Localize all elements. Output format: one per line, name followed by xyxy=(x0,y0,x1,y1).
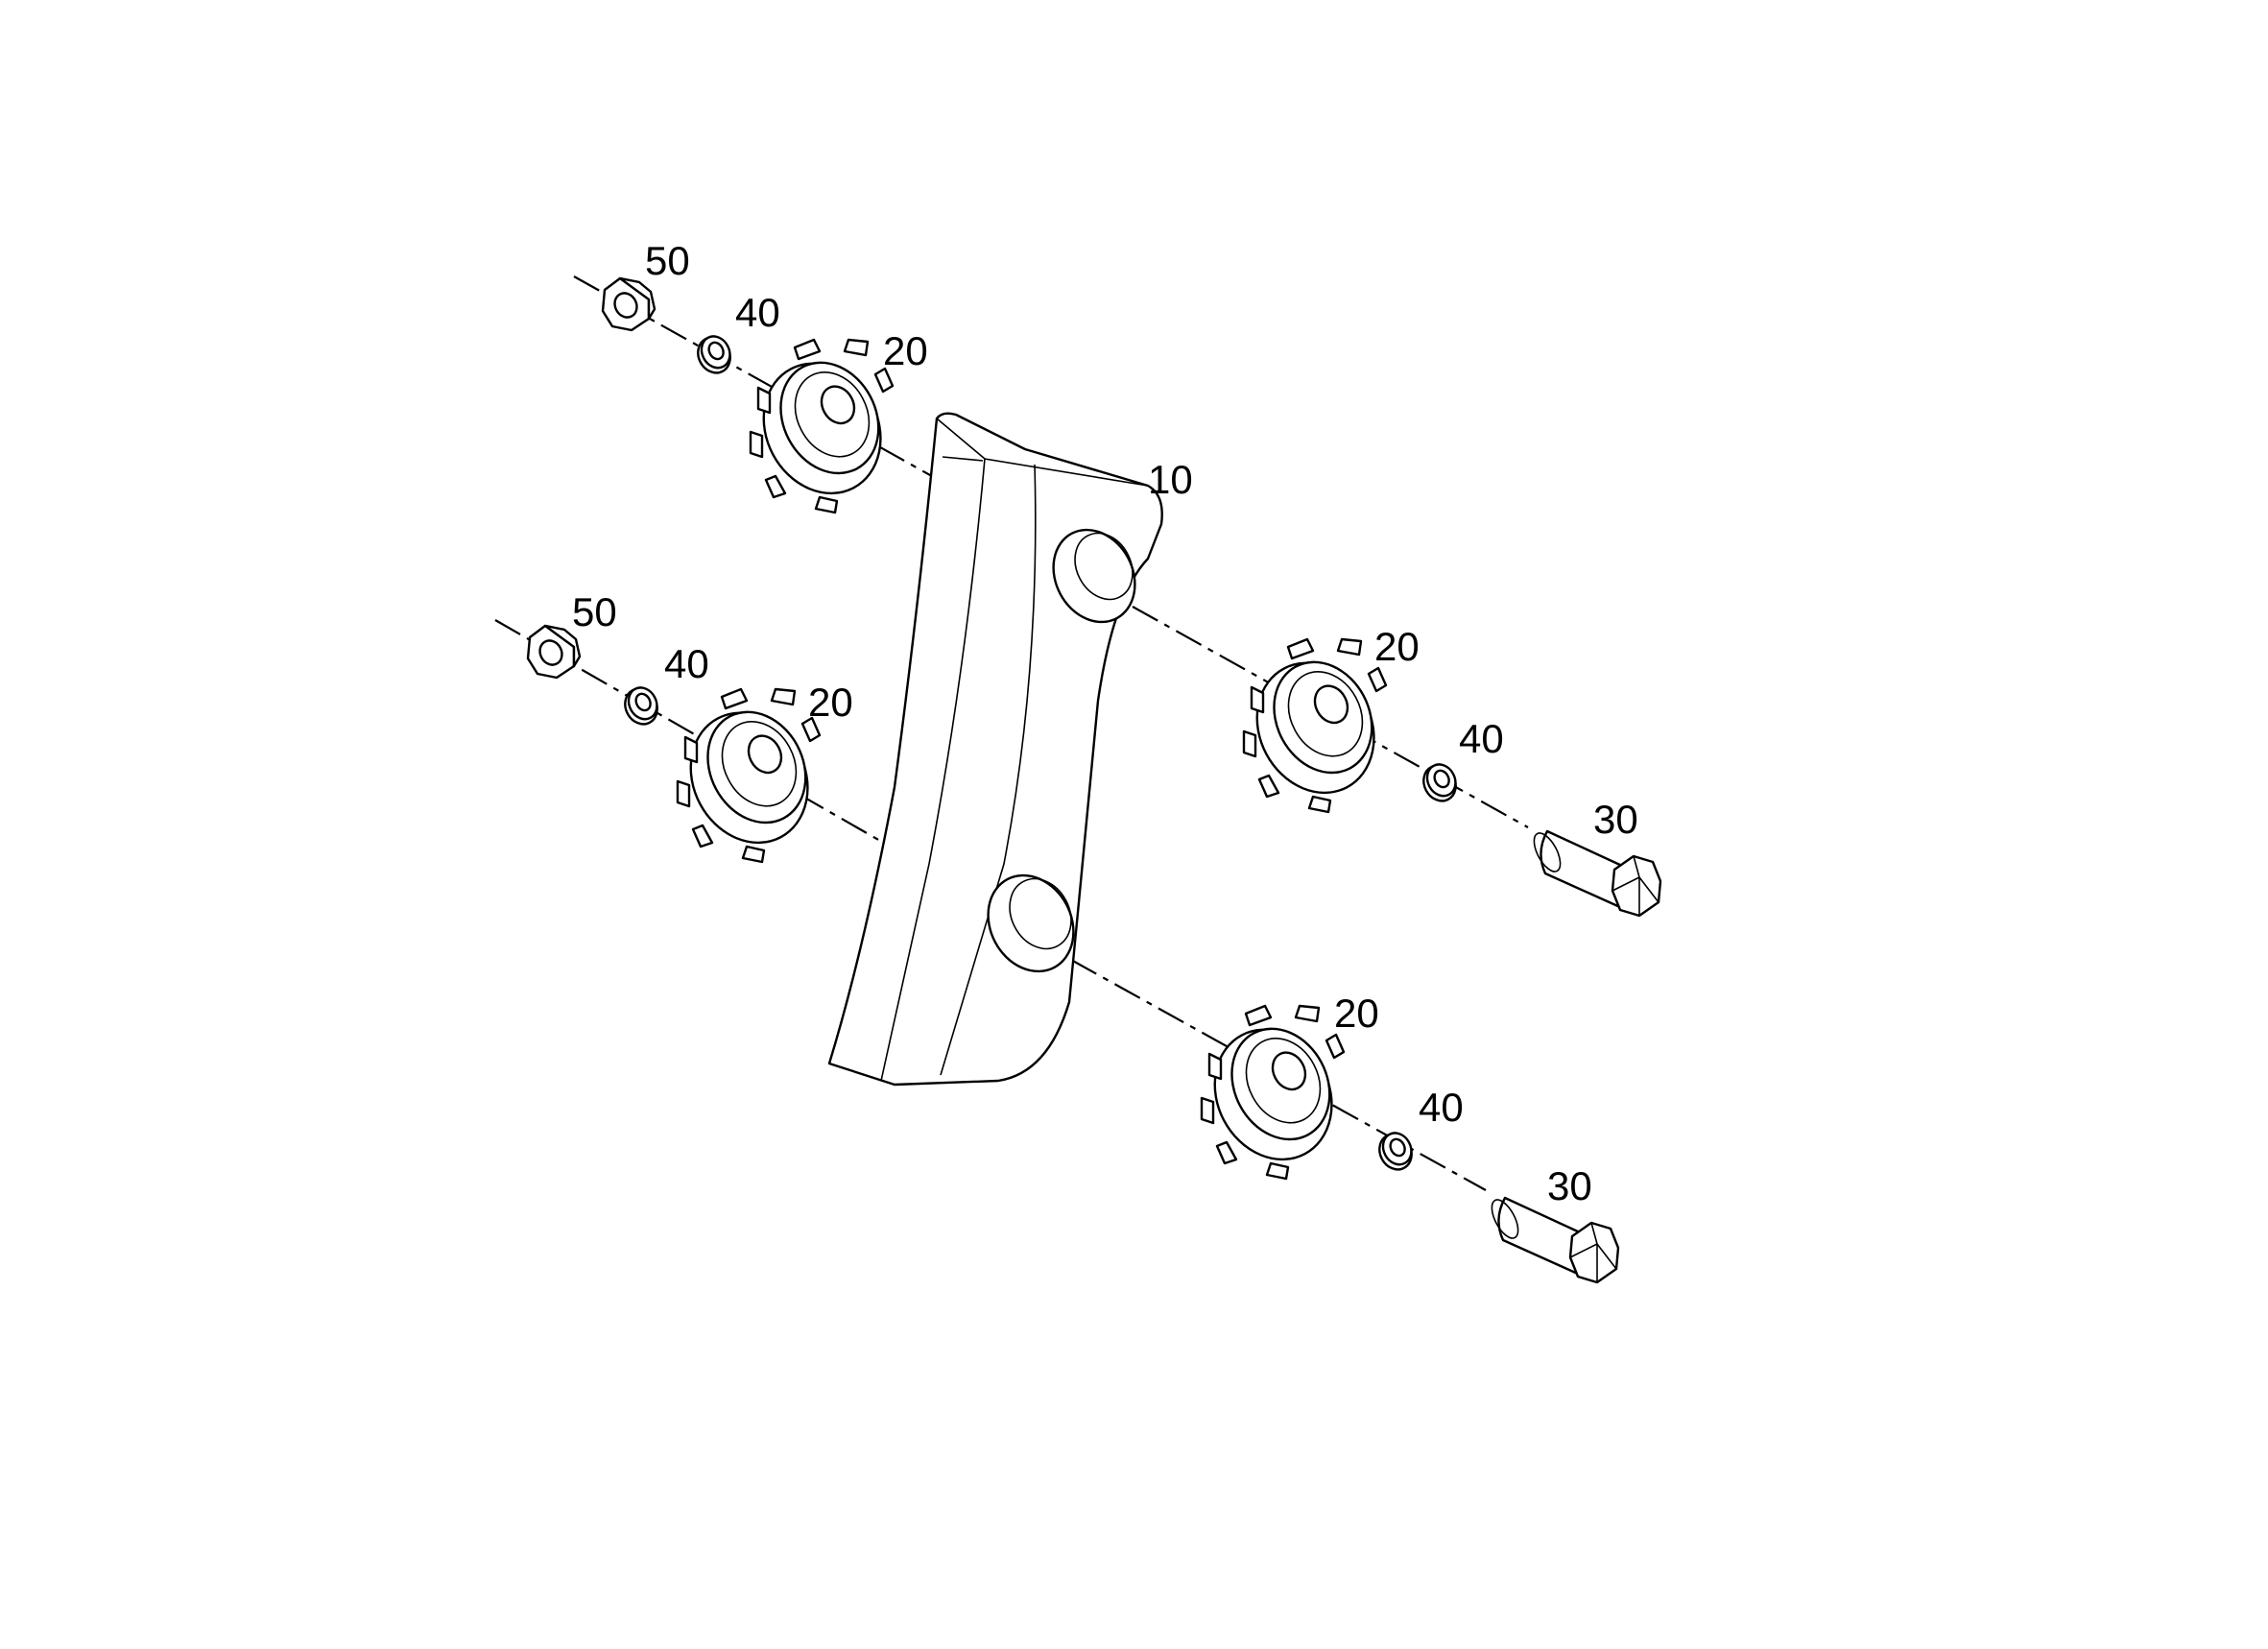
callout-bush-top-left: 20 xyxy=(883,328,928,373)
bolt-bottom-icon xyxy=(1485,1194,1620,1284)
hex-nut-top-icon xyxy=(601,276,657,332)
callout-washer-bottom-left: 40 xyxy=(664,641,709,686)
callout-bush-top-right: 20 xyxy=(1374,624,1420,669)
callout-bolt-top: 30 xyxy=(1593,797,1638,842)
callout-washer-top-left: 40 xyxy=(735,290,780,335)
bush-top-left-icon xyxy=(740,338,904,515)
callout-nut-bottom: 50 xyxy=(572,589,617,634)
callout-bush-bottom-left: 20 xyxy=(808,680,853,725)
washer-top-left-icon xyxy=(690,330,738,380)
callout-washer-top-right: 40 xyxy=(1459,716,1504,761)
callout-bolt-bottom: 30 xyxy=(1547,1163,1592,1208)
callout-bush-bottom-right: 20 xyxy=(1334,991,1379,1036)
wear-plate xyxy=(827,412,1163,1087)
callout-nut-top: 50 xyxy=(645,238,690,283)
washer-bottom-right-icon xyxy=(1372,1127,1420,1177)
bush-bottom-left-icon xyxy=(667,687,831,865)
bush-top-right-icon xyxy=(1233,637,1397,815)
bush-bottom-right-icon xyxy=(1191,1004,1355,1182)
bolt-top-icon xyxy=(1527,827,1662,918)
callout-plate: 10 xyxy=(1148,457,1193,502)
washer-bottom-left-icon xyxy=(617,681,665,731)
washer-top-right-icon xyxy=(1416,758,1464,808)
callout-washer-bottom-right: 40 xyxy=(1419,1085,1464,1130)
